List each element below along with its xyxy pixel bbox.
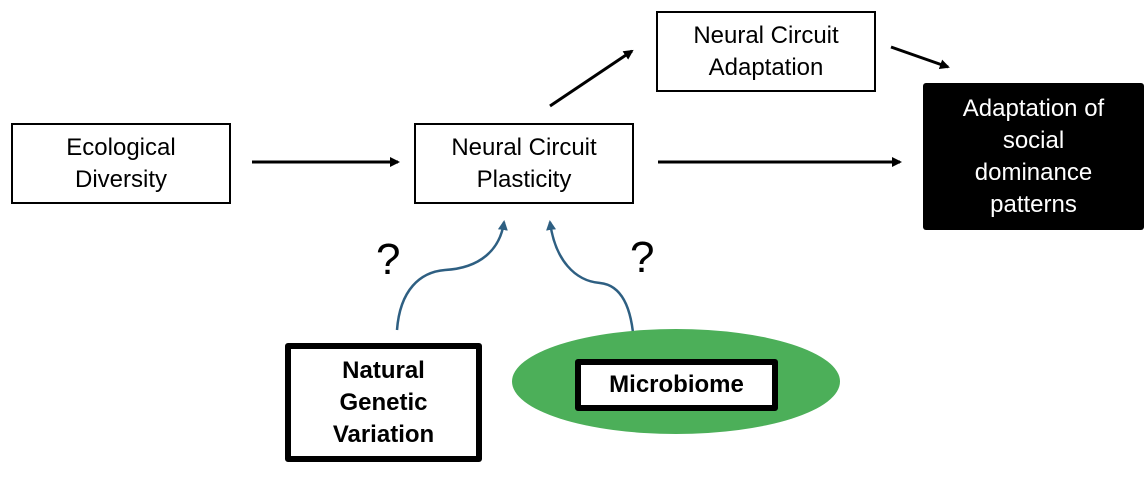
- node-microbiome: Microbiome: [575, 359, 778, 411]
- node-social-dominance-outcome: Adaptation of social dominance patterns: [923, 83, 1144, 230]
- node-label-line: Genetic: [339, 388, 428, 416]
- node-label-line: Natural: [342, 356, 425, 384]
- curve-arrow-microbiome-to-plasticity: [546, 220, 636, 346]
- question-mark-genetics: ?: [376, 235, 401, 284]
- node-label-line: Adaptation: [708, 53, 824, 81]
- node-label-line: Ecological: [66, 133, 176, 161]
- node-label-line: Neural Circuit: [693, 21, 839, 49]
- node-label-line: social: [1002, 126, 1065, 154]
- node-label-line: patterns: [990, 190, 1077, 218]
- arrow-plasticity-to-adaptation: [549, 49, 634, 108]
- arrow-adaptation-to-outcome: [890, 45, 950, 70]
- question-mark-microbiome: ?: [630, 233, 655, 282]
- node-label-line: Adaptation of: [962, 94, 1105, 122]
- node-label-line: Diversity: [74, 165, 167, 193]
- node-label-line: Microbiome: [609, 371, 744, 398]
- node-label-line: dominance: [974, 158, 1093, 186]
- node-label-line: Variation: [332, 420, 435, 448]
- curve-arrow-genetics-to-plasticity: [395, 220, 508, 331]
- node-label-line: Plasticity: [476, 165, 572, 193]
- node-label-line: Neural Circuit: [451, 133, 597, 161]
